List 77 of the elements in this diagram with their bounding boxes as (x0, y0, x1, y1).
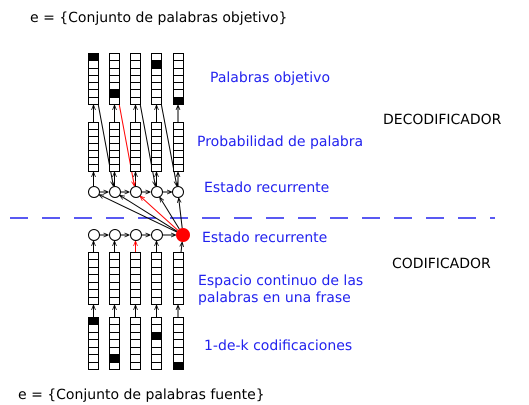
text-label: DECODIFICADOR (383, 112, 502, 129)
arrow (112, 104, 117, 122)
arrow (120, 190, 130, 194)
state-circle (108, 186, 120, 198)
arrow (99, 232, 109, 238)
vector-column (172, 122, 184, 172)
arrow (160, 104, 178, 187)
arrow (176, 104, 180, 122)
state-circle (176, 228, 190, 242)
arrow (112, 304, 117, 318)
arrow (133, 304, 138, 318)
state-circle (150, 186, 162, 198)
arrow (162, 232, 176, 238)
state-circle (172, 186, 184, 198)
arrow (91, 240, 96, 252)
arrow (176, 172, 180, 186)
vector-column (172, 53, 184, 105)
arrow (154, 104, 159, 122)
arrow (141, 232, 151, 238)
arrow (91, 104, 96, 122)
arrow (139, 196, 178, 231)
arrow (133, 104, 138, 122)
arrow (141, 190, 151, 194)
state-circle (130, 186, 142, 198)
arrow (162, 190, 172, 194)
arrow (154, 240, 159, 252)
arrow (98, 194, 178, 232)
vector-column (130, 53, 141, 105)
state-circle (130, 229, 142, 241)
vector-column (109, 122, 120, 172)
arrow (119, 194, 178, 232)
text-label: 1-de-k codificaciones (204, 338, 352, 355)
text-label: e = {Conjunto de palabras objetivo} (30, 10, 288, 27)
arrow (176, 304, 180, 318)
vector-column (172, 252, 184, 305)
arrow (91, 304, 96, 318)
vector-column (88, 317, 99, 370)
arrow (118, 104, 136, 187)
arrow (179, 241, 184, 252)
vector-column (130, 122, 141, 172)
arrow (133, 172, 138, 186)
text-label: e = {Conjunto de palabras fuente} (18, 387, 265, 404)
arrow (159, 196, 180, 230)
arrow (112, 240, 117, 252)
arrow (120, 232, 130, 238)
vector-column (151, 53, 162, 105)
vector-column (130, 317, 141, 370)
arrow (133, 240, 138, 252)
state-circle (108, 229, 120, 241)
arrow (176, 197, 183, 229)
vector-column (88, 252, 99, 305)
arrow (154, 172, 159, 186)
vector-column (88, 122, 99, 172)
text-label: Estado recurrente (202, 230, 328, 247)
arrow (112, 172, 117, 186)
vector-column (151, 122, 162, 172)
text-label: Estado recurrente (204, 180, 330, 197)
text-label: CODIFICADOR (392, 256, 491, 273)
arrow (154, 304, 159, 318)
vector-column (130, 252, 141, 305)
text-label: Probabilidad de palabra (197, 134, 364, 151)
arrow (91, 172, 96, 186)
state-circle (88, 229, 100, 241)
vector-column (109, 53, 120, 105)
state-circle (150, 229, 162, 241)
text-label: Palabras objetivo (210, 70, 330, 87)
arrow (99, 190, 109, 194)
vector-column (151, 317, 162, 370)
vector-column (88, 53, 99, 105)
vector-column (109, 252, 120, 305)
vector-column (172, 317, 184, 370)
state-circle (88, 186, 100, 198)
text-label: Espacio continuo de las palabras en una frase (198, 273, 364, 307)
arrow (140, 104, 157, 187)
vector-column (151, 252, 162, 305)
arrow (98, 104, 115, 187)
vector-column (109, 317, 120, 370)
